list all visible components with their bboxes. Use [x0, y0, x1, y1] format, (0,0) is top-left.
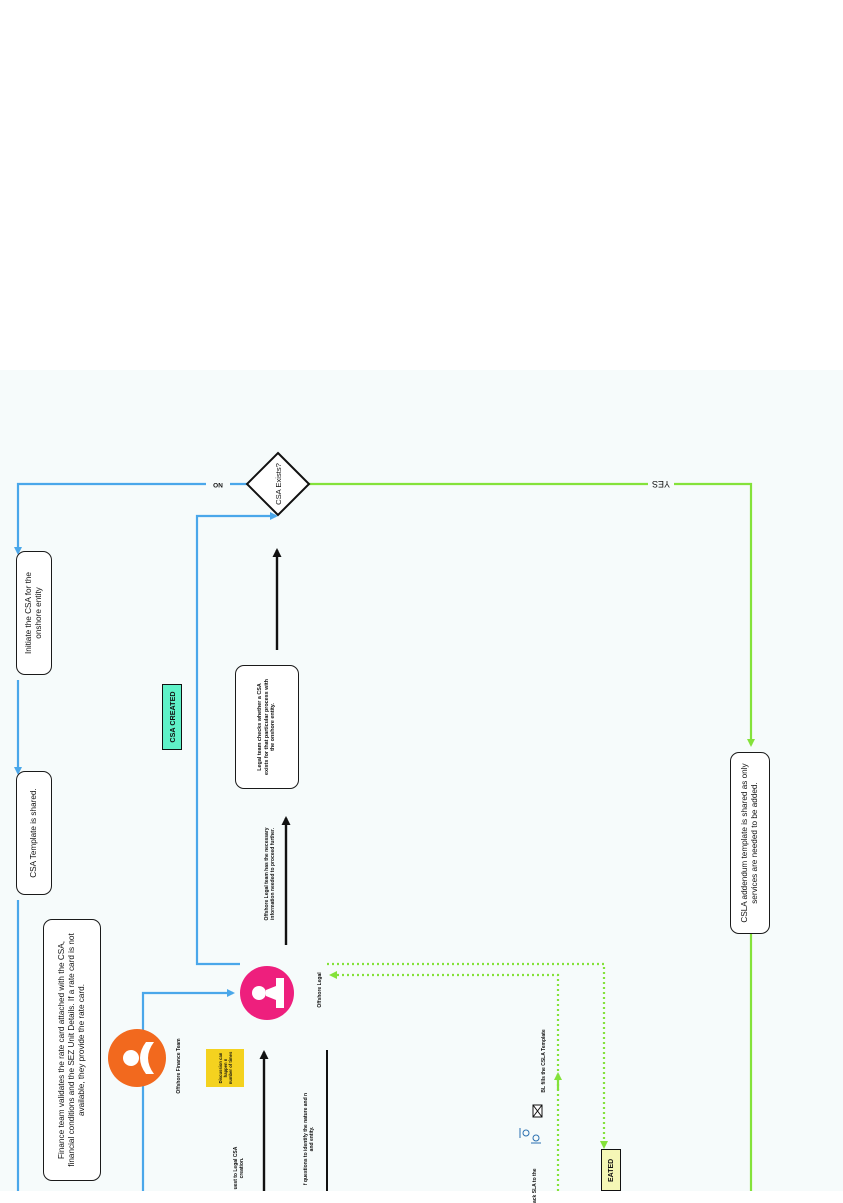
bl-fills-note: BL fills the CSLA Template — [541, 1029, 547, 1093]
csa-created-badge: CSA CREATED — [162, 684, 182, 750]
csa-template-text: CSA Template is shared. — [29, 788, 38, 878]
dotted-to-legal-connector — [329, 971, 560, 1191]
csla-addendum-box: CSLA addendum template is shared as only… — [730, 752, 770, 934]
decision-diamond — [245, 451, 311, 517]
back-note-partial: ack SLA to the — [532, 1168, 538, 1203]
no-connector — [14, 482, 247, 555]
yes-edge-label: YES — [648, 477, 674, 491]
discussion-note: Discussion can happen n number of times — [206, 1049, 244, 1087]
people-icon — [519, 1128, 541, 1144]
yes-connector — [309, 482, 755, 747]
initiate-csa-box: Initiate the CSA for the onshore entity — [16, 551, 52, 675]
envelope-icon — [532, 1104, 543, 1118]
finance-validates-text: Finance team validates the rate card att… — [57, 933, 86, 1167]
legal-checks-box: Legal team checks whether a CSA exists f… — [235, 665, 299, 789]
created-badge-partial: EATED — [601, 1149, 621, 1191]
csa-template-box: CSA Template is shared. — [16, 771, 52, 895]
request-note-partial: uest to Legal CSA creation. — [233, 1146, 245, 1190]
finance-to-legal-connector — [141, 989, 235, 1191]
questions-note-partial: f questions to identify the nature and n… — [303, 1092, 315, 1186]
initiate-csa-text: Initiate the CSA for the onshore entity — [24, 572, 43, 654]
legal-label: Offshore Legal — [317, 972, 323, 1008]
finance-team-label: Offshore Finance Team — [176, 1038, 182, 1094]
finance-validates-box: Finance team validates the rate card att… — [43, 919, 101, 1181]
legal-to-decision-connector — [195, 512, 278, 966]
legal-person-icon — [240, 966, 294, 1020]
decision-label: CSA Exists? — [273, 463, 283, 505]
no-edge-label: NO — [206, 478, 230, 490]
legal-checks-text: Legal team checks whether a CSA exists f… — [257, 679, 277, 775]
finance-person-icon — [108, 1029, 166, 1087]
legal-info-note: Offshore Legal team has the necessary in… — [264, 827, 276, 921]
dotted-to-created-connector — [327, 962, 608, 1149]
csla-addendum-text: CSLA addendum template is shared as only… — [740, 763, 759, 923]
